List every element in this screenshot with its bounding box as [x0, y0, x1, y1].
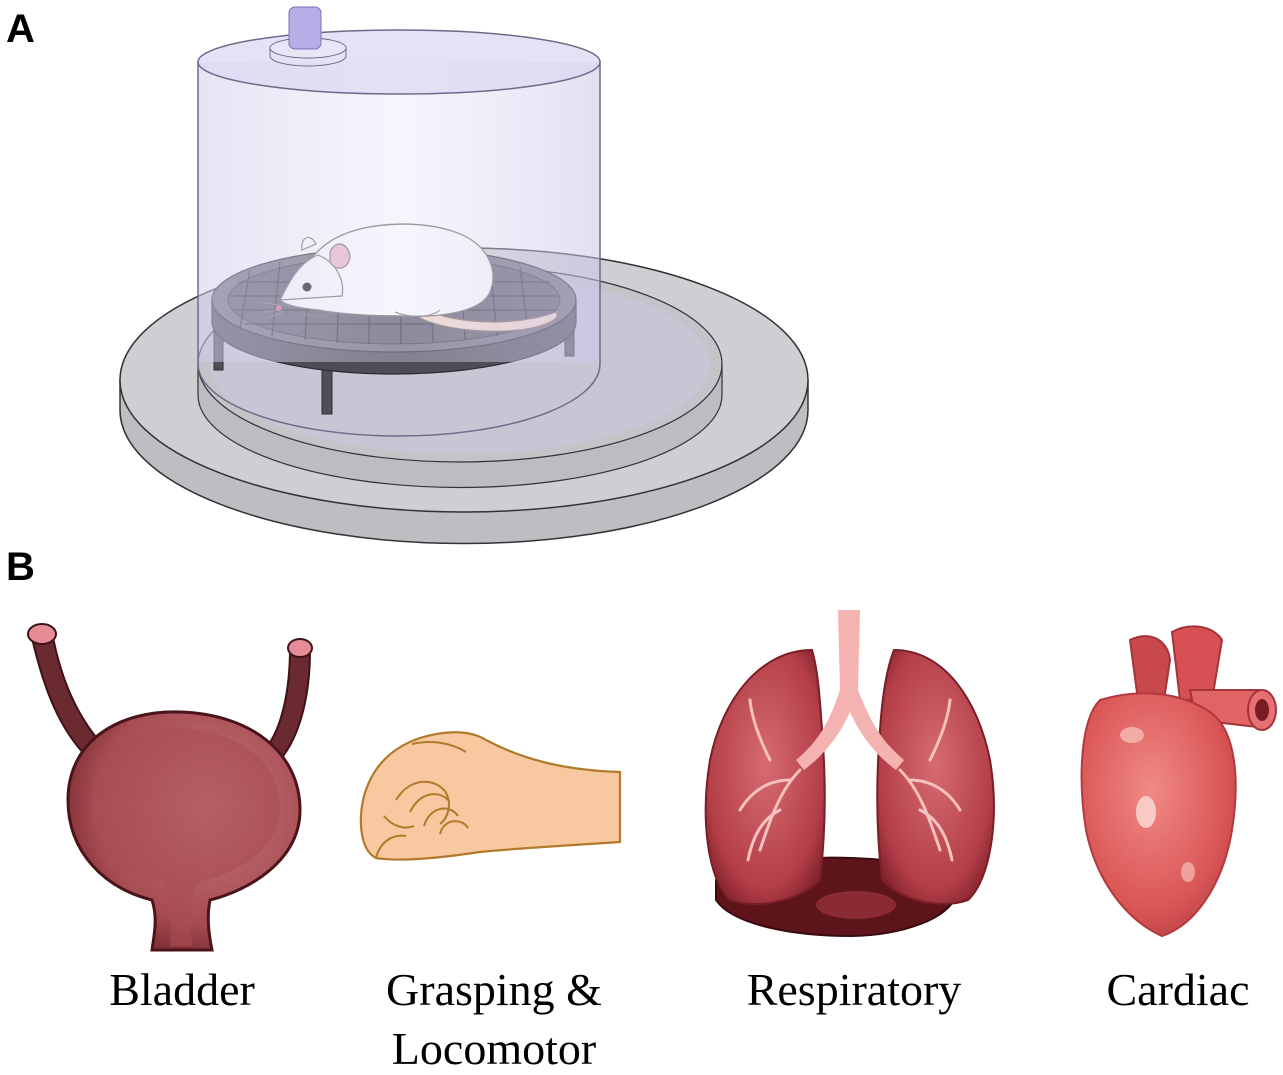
lungs-illustration — [704, 610, 995, 938]
label-cardiac: Cardiac — [1106, 964, 1249, 1015]
panel-letter-a: A — [6, 7, 35, 51]
label-grasping-line1: Grasping & — [386, 964, 602, 1015]
label-respiratory: Respiratory — [747, 964, 962, 1015]
heart-illustration — [1080, 625, 1277, 938]
chamber-illustration — [119, 6, 809, 545]
label-grasping-line2: Locomotor — [392, 1023, 596, 1074]
glass-cylinder — [197, 6, 601, 437]
grasping-hand-illustration — [359, 731, 622, 861]
panel-letter-b: B — [6, 545, 35, 589]
bladder-illustration — [27, 623, 313, 952]
label-bladder: Bladder — [109, 964, 255, 1015]
